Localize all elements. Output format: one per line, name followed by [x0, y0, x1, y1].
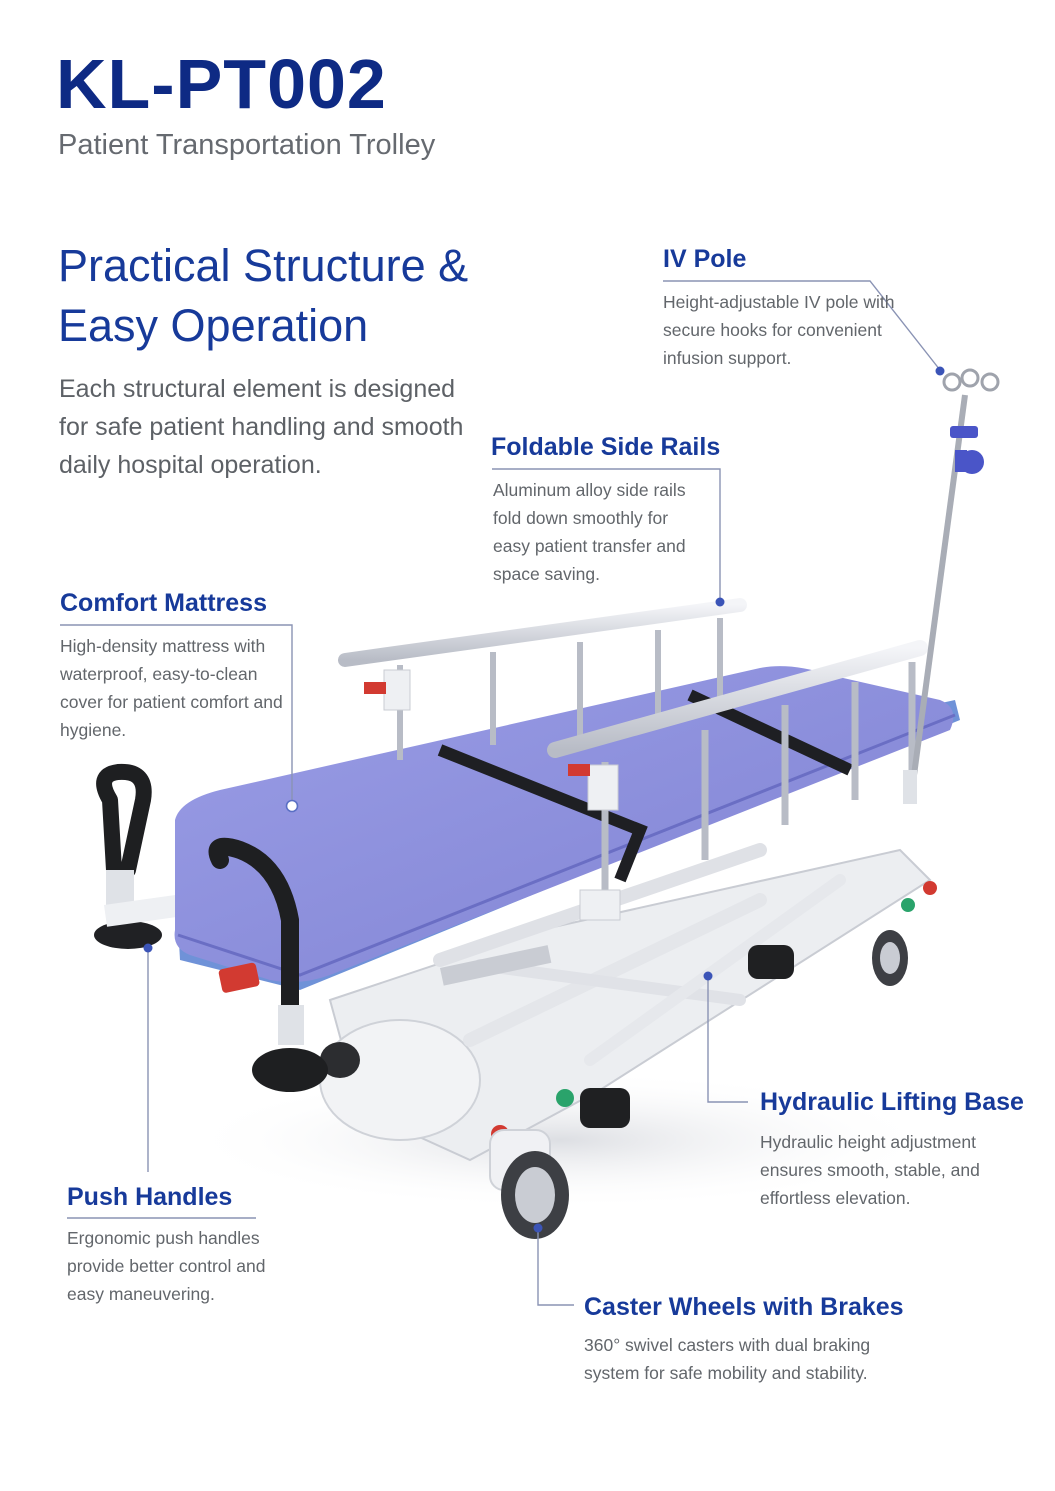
front-push-handle — [208, 837, 328, 1092]
feature-title-mattress: Comfort Mattress — [60, 589, 267, 617]
side-rails-dot — [715, 597, 725, 607]
product-model: KL-PT002 — [56, 45, 387, 123]
side-rails — [338, 598, 928, 921]
hydraulic-leader — [707, 978, 748, 1103]
caster-wheels — [320, 930, 908, 1239]
rear-push-handle — [94, 763, 187, 949]
push-handles-dot — [143, 943, 153, 953]
feature-desc-hydraulic: Hydraulic height adjustment ensures smoo… — [760, 1132, 980, 1208]
hydraulic-base — [319, 843, 932, 1162]
feature-desc-push-handles: Ergonomic push handles provide better co… — [67, 1228, 266, 1304]
mattress-leader — [60, 624, 293, 800]
side-rails-leader — [492, 468, 721, 600]
feature-title-push-handles: Push Handles — [67, 1183, 233, 1211]
feature-title-hydraulic: Hydraulic Lifting Base — [760, 1088, 1024, 1116]
mattress-dot — [285, 799, 299, 813]
section-headline: Practical Structure & Easy Operation — [58, 240, 469, 351]
casters-dot — [533, 1223, 543, 1233]
section-intro: Each structural element is designed for … — [59, 375, 464, 479]
feature-desc-iv-pole: Height-adjustable IV pole with secure ho… — [663, 292, 895, 368]
casters-leader — [537, 1230, 574, 1306]
feature-desc-side-rails: Aluminum alloy side rails fold down smoo… — [493, 480, 686, 584]
feature-title-casters: Caster Wheels with Brakes — [584, 1293, 904, 1321]
feature-desc-mattress: High-density mattress with waterproof, e… — [60, 636, 283, 740]
feature-title-side-rails: Foldable Side Rails — [491, 433, 721, 461]
feature-desc-casters: 360° swivel casters with dual braking sy… — [584, 1335, 871, 1383]
iv-pole-leader — [663, 280, 941, 371]
feature-title-iv-pole: IV Pole — [663, 245, 747, 273]
push-handles-leader — [67, 950, 256, 1219]
iv-pole — [903, 368, 1000, 804]
hydraulic-dot — [703, 971, 713, 981]
iv-pole-dot — [935, 366, 945, 376]
product-subtitle: Patient Transportation Trolley — [58, 129, 436, 161]
